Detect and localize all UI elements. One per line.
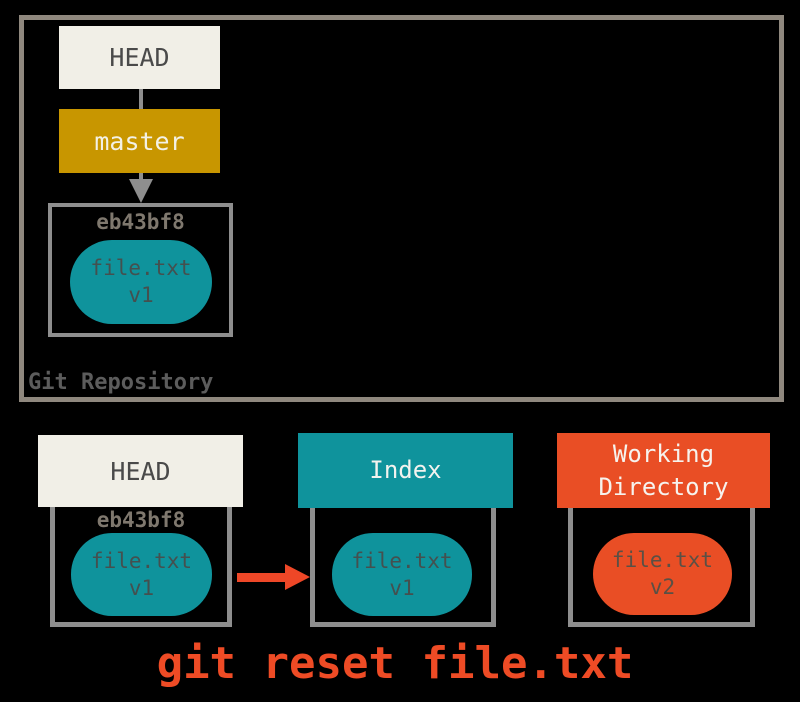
file-version: v1 [128,283,154,307]
red-arrow-icon [285,564,310,590]
master-branch-box: master [59,109,220,173]
arrow-down-icon [129,179,153,203]
file-name: file.txt [90,256,192,280]
git-repository-label: Git Repository [28,370,214,395]
commit-hash-label: eb43bf8 [96,210,185,234]
git-repository-box [19,15,784,402]
connector-line [139,89,143,110]
head-pointer-box: HEAD [59,26,220,89]
commit-box [48,203,233,337]
commit-hash-label: eb43bf8 [96,508,186,532]
file-version: v1 [128,575,155,600]
red-arrow-icon [237,573,286,582]
file-name: file.txt [611,548,714,572]
file-node: file.txt v1 [332,533,472,616]
index-column-header: Index [298,433,513,508]
caption: git reset file.txt [156,638,634,689]
head-column-header: HEAD [38,435,243,507]
file-node: file.txt v1 [71,533,212,616]
connector-line [139,173,143,181]
file-version: v2 [649,575,676,599]
file-version: v1 [389,575,415,600]
file-name: file.txt [351,548,453,573]
file-name: file.txt [90,548,193,573]
working-directory-column-header: Working Directory [557,433,770,508]
file-node: file.txt v1 [70,240,212,324]
file-node: file.txt v2 [593,533,732,615]
